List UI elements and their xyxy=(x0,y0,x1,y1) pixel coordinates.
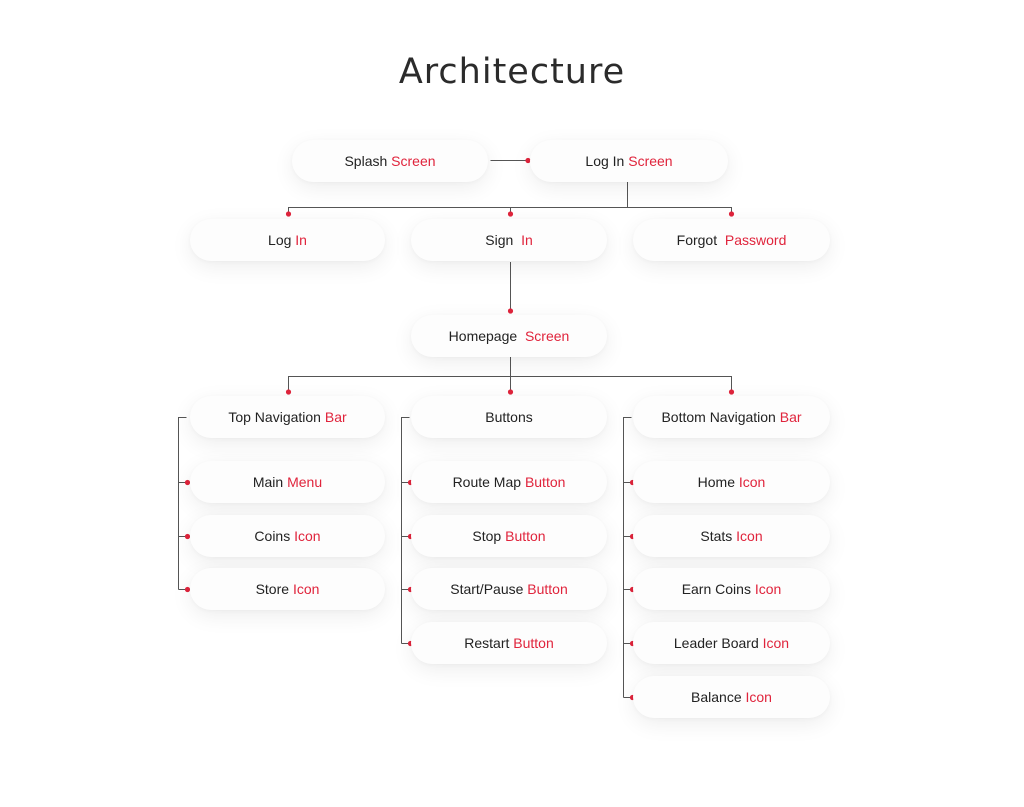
column-item-node-label-accent: Menu xyxy=(287,474,323,490)
column-item-node: Start/Pause Button xyxy=(411,568,607,610)
column-item-node: Coins Icon xyxy=(190,515,385,557)
column-item-node-label-accent: Icon xyxy=(754,581,782,597)
column-item-node: Stop Button xyxy=(411,515,607,557)
column-item-node-label: Earn Coins xyxy=(681,581,755,597)
sign-in-node-label: Sign xyxy=(485,232,522,248)
column-item-node-label-accent: Button xyxy=(513,635,554,651)
connector-dot xyxy=(285,211,292,217)
column-item-node-label: Stats xyxy=(700,528,737,544)
bracket-line xyxy=(178,417,187,590)
column-item-node-label-accent: Icon xyxy=(738,474,766,490)
column-item-node: Main Menu xyxy=(190,461,385,503)
column-item-node-label-accent: Button xyxy=(527,581,568,597)
connector-dot xyxy=(728,211,735,217)
log-in-node-label: Log xyxy=(268,232,296,248)
connector-dot xyxy=(507,211,514,217)
column-header-node: Buttons xyxy=(411,396,607,438)
connector-dot xyxy=(507,389,514,395)
connector-line xyxy=(288,376,732,392)
column-item-node-label-accent: Button xyxy=(524,474,566,490)
column-header-node-label: Buttons xyxy=(485,409,533,425)
column-item-node-label: Home xyxy=(697,474,739,490)
diagram-title: Architecture xyxy=(398,52,626,92)
homepage-screen-node-label-accent: Screen xyxy=(524,328,570,344)
column-header-node-label: Top Navigation xyxy=(228,409,325,425)
forgot-password-node-label-accent: Password xyxy=(724,232,787,248)
column-item-node-label: Main xyxy=(252,474,288,490)
column-header-node: Top Navigation Bar xyxy=(190,396,385,438)
connector-dot xyxy=(507,308,514,314)
sign-in-node: Sign In xyxy=(411,219,607,261)
column-item-node: Route Map Button xyxy=(411,461,607,503)
column-item-node: Balance Icon xyxy=(633,676,830,718)
connector-dot xyxy=(184,533,191,540)
column-item-node-label: Store xyxy=(255,581,293,597)
login-screen-node-label-accent: Screen xyxy=(628,153,673,169)
splash-screen-node-label-accent: Screen xyxy=(391,153,436,169)
column-item-node: Leader Board Icon xyxy=(633,622,830,664)
column-item-node-label-accent: Icon xyxy=(292,581,320,597)
connector-dot xyxy=(184,586,191,593)
homepage-screen-node: Homepage Screen xyxy=(411,315,607,357)
column-header-node-label: Bottom Navigation xyxy=(661,409,780,425)
connector-dot xyxy=(728,389,735,395)
splash-screen-node-label: Splash xyxy=(344,153,392,169)
column-header-node-label-accent: Bar xyxy=(324,409,347,425)
column-header-node-label-accent: Bar xyxy=(779,409,802,425)
column-item-node-label-accent: Icon xyxy=(762,635,790,651)
login-screen-node-label: Log In xyxy=(585,153,629,169)
column-item-node: Earn Coins Icon xyxy=(633,568,830,610)
bracket-line xyxy=(623,417,632,698)
column-item-node: Store Icon xyxy=(190,568,385,610)
column-header-node: Bottom Navigation Bar xyxy=(633,396,830,438)
connector-dot xyxy=(184,479,191,486)
column-item-node-label: Restart xyxy=(464,635,514,651)
column-item-node: Home Icon xyxy=(633,461,830,503)
forgot-password-node: Forgot Password xyxy=(633,219,830,261)
column-item-node: Stats Icon xyxy=(633,515,830,557)
column-item-node-label: Start/Pause xyxy=(450,581,528,597)
sign-in-node-label-accent: In xyxy=(521,232,533,248)
connector-dot xyxy=(285,389,292,395)
column-item-node-label: Route Map xyxy=(452,474,525,490)
column-item-node-label-accent: Icon xyxy=(745,689,772,705)
log-in-node-label-accent: In xyxy=(295,232,307,248)
column-item-node: Restart Button xyxy=(411,622,607,664)
login-screen-node: Log In Screen xyxy=(530,140,728,182)
column-item-node-label: Leader Board xyxy=(673,635,763,651)
column-item-node-label-accent: Icon xyxy=(736,528,763,544)
connector-dot xyxy=(525,157,531,164)
homepage-screen-node-label: Homepage xyxy=(448,328,525,344)
column-item-node-label: Coins xyxy=(254,528,295,544)
bracket-line xyxy=(401,417,410,644)
forgot-password-node-label: Forgot xyxy=(676,232,725,248)
splash-screen-node: Splash Screen xyxy=(292,140,488,182)
column-item-node-label-accent: Button xyxy=(505,528,546,544)
log-in-node: Log In xyxy=(190,219,385,261)
column-item-node-label: Stop xyxy=(472,528,506,544)
column-item-node-label-accent: Icon xyxy=(294,528,321,544)
column-item-node-label: Balance xyxy=(691,689,746,705)
